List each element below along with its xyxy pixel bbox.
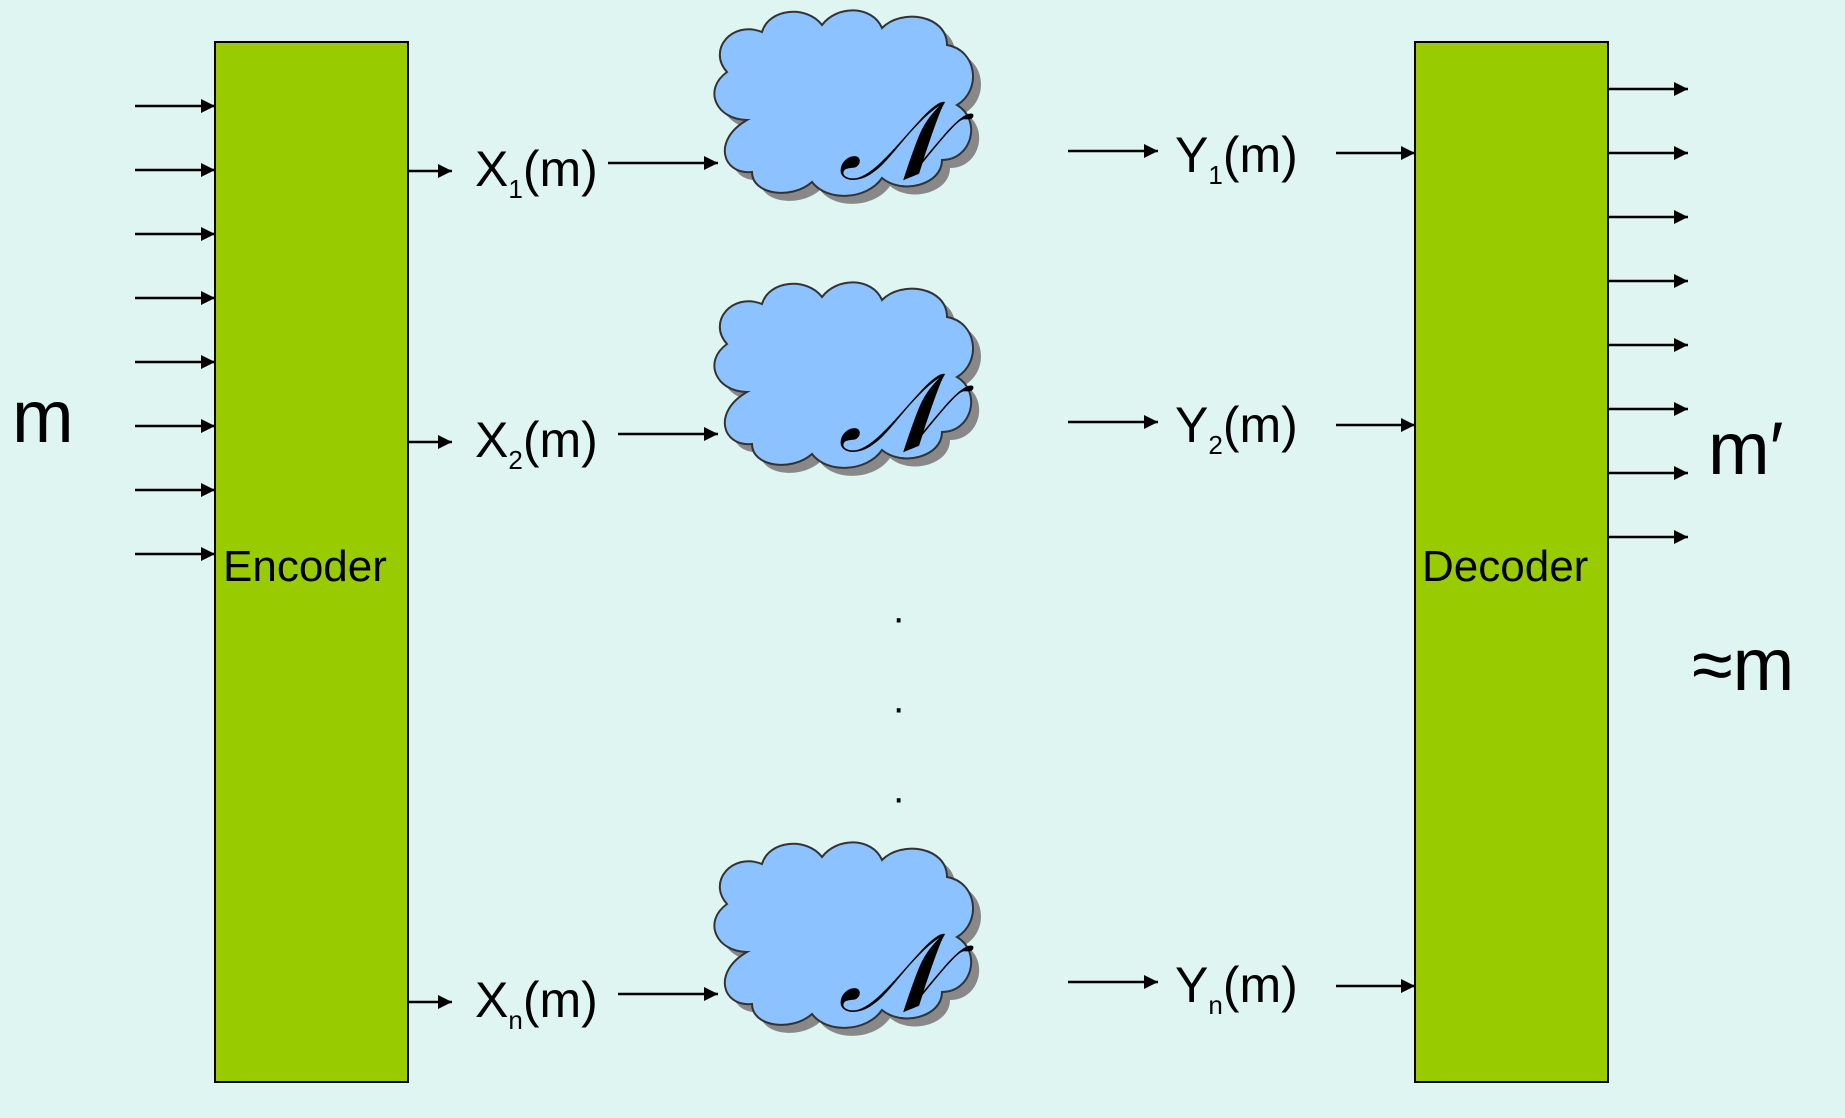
approx-label: ≈m xyxy=(1692,623,1795,706)
channel-1 xyxy=(408,9,1415,204)
channel-1-output-label: Y1(m) xyxy=(1175,127,1298,190)
channel-2 xyxy=(408,281,1415,476)
input-message-label: m xyxy=(12,375,74,458)
decoder-box xyxy=(1414,41,1609,1083)
channel-2-output-label: Y2(m) xyxy=(1175,397,1298,460)
encoder-box xyxy=(214,41,409,1083)
channel-n xyxy=(408,841,1415,1036)
channel-1-input-label: X1(m) xyxy=(475,141,598,204)
encoder-input-arrows xyxy=(135,99,215,561)
channel-n-output-label: Yn(m) xyxy=(1175,957,1298,1020)
ellipsis-dot-1: · xyxy=(892,596,906,640)
channel-n-input-label: Xn(m) xyxy=(475,972,598,1035)
noise-symbol-1: 𝒩 xyxy=(838,77,944,205)
decoder-label: Decoder xyxy=(1422,542,1589,591)
channel-2-input-label: X2(m) xyxy=(475,412,598,475)
decoded-message-label: m′ xyxy=(1708,407,1784,490)
noise-symbol-n: 𝒩 xyxy=(838,909,944,1037)
ellipsis-dot-2: · xyxy=(892,686,906,730)
noise-symbol-2: 𝒩 xyxy=(838,349,944,477)
encoder-label: Encoder xyxy=(223,542,387,591)
decoder-output-arrows xyxy=(1608,82,1688,544)
ellipsis-dot-3: · xyxy=(892,776,906,820)
